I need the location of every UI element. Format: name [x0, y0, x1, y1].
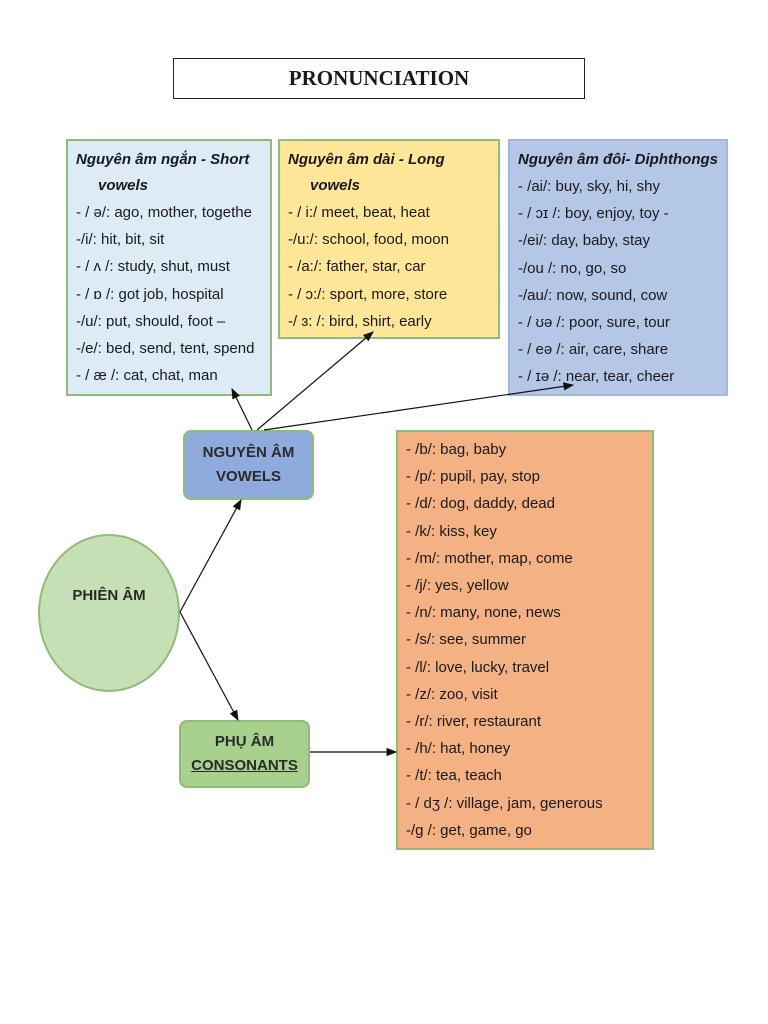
- consonant-item: -/g /: get, game, go: [406, 821, 532, 839]
- consonant-item: - /t/: tea, teach: [406, 767, 502, 785]
- consonant-item: - /z/: zoo, visit: [406, 685, 498, 703]
- long-vowel-item: -/u:/: school, food, moon: [288, 231, 449, 249]
- vowels-node-line2: VOWELS: [215, 468, 281, 485]
- consonant-item: - /d/: dog, daddy, dead: [406, 495, 555, 513]
- consonant-item: - /r/: river, restaurant: [406, 713, 542, 731]
- arrow-center-to-consonants: [179, 611, 239, 722]
- consonants-box: - /b/: bag, baby - /p/: pupil, pay, stop…: [396, 430, 654, 850]
- arrow-center-to-vowels: [179, 498, 242, 613]
- diphthong-item: - / ʊə /: poor, sure, tour: [518, 314, 670, 332]
- diphthong-item: - / ɪə /: near, tear, cheer: [518, 368, 675, 386]
- short-vowels-heading-line1: Nguyên âm ngắn - Short: [76, 151, 250, 168]
- diphthong-item: -/ei/: day, baby, stay: [518, 232, 651, 250]
- short-vowel-item: -/i/: hit, bit, sit: [76, 231, 165, 249]
- diphthong-item: - / ɔɪ /: boy, enjoy, toy -: [518, 205, 669, 223]
- consonant-item: - /m/: mother, map, come: [406, 549, 573, 567]
- consonant-item: - /j/: yes, yellow: [406, 577, 509, 595]
- consonant-item: - /k/: kiss, key: [406, 522, 497, 540]
- short-vowels-heading: Nguyên âm ngắn - Short vowels: [76, 147, 262, 199]
- consonant-item: - /b/: bag, baby: [406, 441, 507, 458]
- short-vowel-item: -/e/: bed, send, tent, spend: [76, 340, 255, 358]
- diphthongs-heading: Nguyên âm đôi- Diphthongs: [518, 151, 718, 168]
- arrow-vowels-to-diphthongs: [263, 382, 575, 431]
- consonants-node-line2: CONSONANTS: [191, 757, 298, 774]
- long-vowel-item: - / ɔ:/: sport, more, store: [288, 285, 448, 303]
- long-vowel-item: - / i:/ meet, beat, heat: [288, 204, 430, 221]
- arrow-vowels-to-short: [231, 387, 253, 431]
- short-vowel-item: - / ə/: ago, mother, togethe: [76, 204, 252, 221]
- short-vowels-heading-line2: vowels: [98, 177, 149, 194]
- short-vowel-item: - / æ /: cat, chat, man: [76, 367, 218, 385]
- consonant-item: - /h/: hat, honey: [406, 740, 511, 758]
- diphthong-item: - /ai/: buy, sky, hi, shy: [518, 178, 660, 195]
- consonant-item: - /s/: see, summer: [406, 631, 527, 649]
- center-node: PHIÊN ÂM: [38, 534, 180, 692]
- vowels-node-line1: NGUYÊN ÂM: [202, 444, 295, 461]
- short-vowels-box: Nguyên âm ngắn - Short vowels - / ə/: ag…: [66, 139, 272, 396]
- consonants-node: PHỤ ÂM CONSONANTS: [179, 720, 310, 788]
- short-vowel-item: - / ʌ /: study, shut, must: [76, 258, 230, 276]
- long-vowel-item: -/ ɜ: /: bird, shirt, early: [288, 312, 432, 330]
- long-vowels-heading-line2: vowels: [310, 177, 361, 194]
- long-vowels-box: Nguyên âm dài - Long vowels - / i:/ meet…: [278, 139, 500, 339]
- diphthong-item: -/ou /: no, go, so: [518, 259, 627, 277]
- long-vowels-heading-line1: Nguyên âm dài - Long: [288, 151, 445, 168]
- page-title: PRONUNCIATION: [173, 58, 585, 99]
- diphthong-item: -/au/: now, sound, cow: [518, 286, 668, 304]
- center-node-label: PHIÊN ÂM: [72, 586, 146, 604]
- consonant-item: - / dʒ /: village, jam, generous: [406, 794, 603, 812]
- consonant-item: - /n/: many, none, news: [406, 604, 561, 622]
- long-vowel-item: - /a:/: father, star, car: [288, 258, 426, 276]
- diphthong-item: - / eə /: air, care, share: [518, 341, 669, 359]
- consonant-item: - /p/: pupil, pay, stop: [406, 468, 540, 486]
- arrow-vowels-to-long: [256, 331, 374, 431]
- long-vowels-heading: Nguyên âm dài - Long vowels: [288, 147, 490, 199]
- diphthongs-box: Nguyên âm đôi- Diphthongs - /ai/: buy, s…: [508, 139, 728, 396]
- short-vowel-item: - / ɒ /: got job, hospital: [76, 285, 224, 303]
- vowels-node: NGUYÊN ÂM VOWELS: [183, 430, 314, 500]
- consonant-item: - /l/: love, lucky, travel: [406, 658, 550, 676]
- consonants-node-line1: PHỤ ÂM: [214, 733, 275, 750]
- short-vowel-item: -/u/: put, should, foot –: [76, 312, 226, 330]
